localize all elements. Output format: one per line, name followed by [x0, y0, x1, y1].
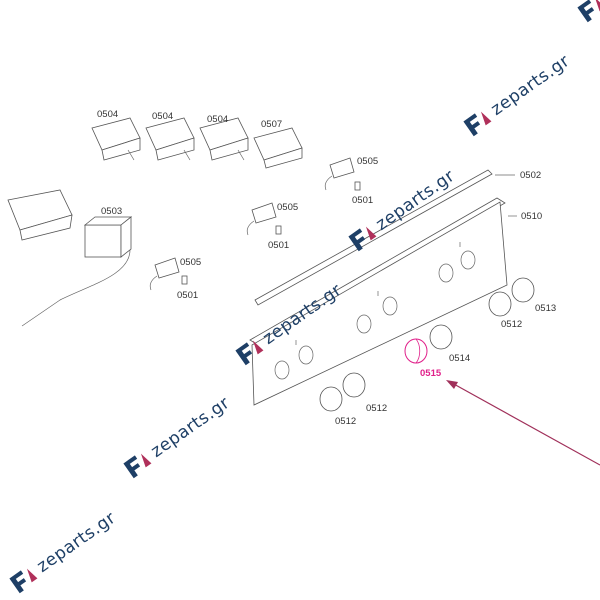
zeparts-logo-icon: [235, 342, 253, 366]
label-0505-b: 0505: [277, 202, 298, 213]
label-0512-bottom: 0512: [335, 416, 356, 427]
lamp-0505-a[interactable]: [324, 157, 355, 191]
knob-0513[interactable]: [488, 277, 535, 317]
watermark-text: zeparts.gr: [147, 393, 233, 462]
zeparts-logo-icon: [9, 570, 27, 594]
zeparts-logo-icon: [463, 113, 481, 137]
cap-0501-c[interactable]: [181, 275, 188, 285]
label-0504-3: 0504: [207, 114, 228, 125]
label-0504-2: 0504: [152, 111, 173, 122]
watermark-text: zeparts.gr: [372, 166, 458, 235]
label-0504-1: 0504: [97, 109, 118, 120]
cap-0501-a[interactable]: [354, 181, 361, 191]
watermark: zeparts.gr: [9, 508, 120, 594]
switch-0504-3[interactable]: [199, 117, 249, 161]
label-0501-b: 0501: [268, 240, 289, 251]
label-0501-a: 0501: [352, 195, 373, 206]
label-0513: 0513: [535, 303, 556, 314]
label-0512-left: 0512: [366, 403, 387, 414]
label-0505-a: 0505: [357, 156, 378, 167]
switch-0504-2[interactable]: [145, 117, 195, 161]
label-0505-c: 0505: [180, 257, 201, 268]
label-0515: 0515: [420, 368, 442, 379]
label-0502: 0502: [520, 170, 541, 181]
pointer-arrow: [446, 380, 600, 466]
zeparts-logo-icon: [348, 228, 366, 252]
lamp-0505-c[interactable]: [149, 257, 180, 291]
thermostat-0503[interactable]: [7, 189, 133, 327]
switch-0504-1[interactable]: [91, 117, 141, 161]
watermark-text: zeparts.gr: [33, 508, 119, 577]
label-0512-right: 0512: [501, 319, 522, 330]
label-0510: 0510: [521, 211, 542, 222]
switch-0507[interactable]: [253, 127, 303, 169]
knob-0515-highlighted[interactable]: [404, 338, 428, 364]
knob-0514[interactable]: [429, 324, 453, 350]
cap-0501-b[interactable]: [275, 225, 282, 235]
lamp-0505-b[interactable]: [246, 202, 277, 236]
zeparts-logo-icon: [123, 455, 141, 479]
control-panel-0510[interactable]: [249, 197, 517, 406]
knob-0512-left[interactable]: [319, 372, 366, 412]
label-0501-c: 0501: [177, 290, 198, 301]
label-0514: 0514: [449, 353, 470, 364]
label-0507: 0507: [261, 119, 282, 130]
watermark: zeparts.gr: [463, 51, 574, 137]
label-0503: 0503: [101, 206, 122, 217]
watermark: zeparts.gr: [577, 0, 600, 23]
watermark-layer: zeparts.gr zeparts.gr zeparts.gr zeparts.gr…: [9, 0, 600, 594]
watermark: zeparts.gr: [123, 393, 234, 479]
zeparts-logo-icon: [577, 0, 595, 23]
watermark-text: zeparts.gr: [487, 51, 573, 120]
